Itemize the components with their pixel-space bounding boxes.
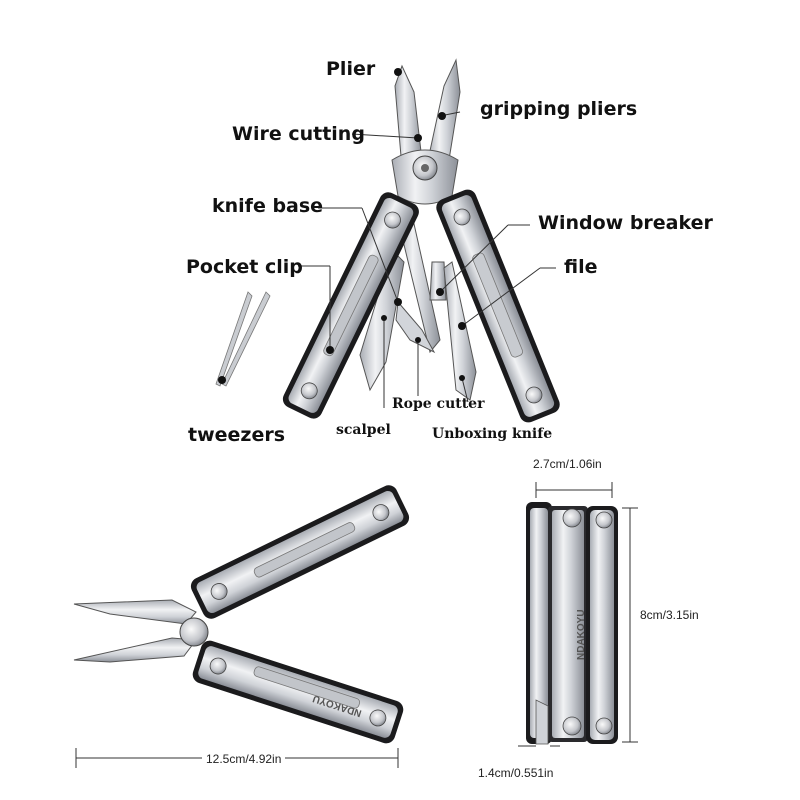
leader-dots <box>218 68 466 384</box>
label-tweezers: tweezers <box>188 424 286 446</box>
unboxing-knife-blade <box>443 261 477 401</box>
label-rope-cutter: Rope cutter <box>392 396 485 412</box>
label-wire-cutting: Wire cutting <box>232 123 365 145</box>
label-window-breaker: Window breaker <box>538 212 713 234</box>
dimension-width: 2.7cm/1.06in <box>533 457 602 471</box>
open-handle-lower <box>192 640 404 744</box>
open-jaw-bottom <box>73 637 197 663</box>
right-handle <box>436 189 560 423</box>
label-unboxing-knife: Unboxing knife <box>432 426 553 442</box>
label-pocket-clip: Pocket clip <box>186 256 303 278</box>
dimension-thickness: 1.4cm/0.551in <box>478 766 554 780</box>
leader-lines <box>298 111 556 408</box>
open-handle-upper <box>190 485 410 619</box>
brand-engraving-folded: NDAKOYU <box>576 609 587 660</box>
tweezers <box>215 291 271 387</box>
label-knife-base: knife base <box>212 195 324 217</box>
label-gripping-pliers: gripping pliers <box>480 98 638 120</box>
open-jaw-top <box>73 599 197 625</box>
exploded-tool <box>215 58 560 423</box>
dimension-length: 12.5cm/4.92in <box>202 752 286 766</box>
rope-cutter-blade <box>395 300 436 354</box>
open-pliers <box>73 485 410 744</box>
folded-tool <box>526 502 618 745</box>
label-scalpel: scalpel <box>336 422 391 438</box>
label-file: file <box>564 256 598 278</box>
label-plier: Plier <box>326 58 376 80</box>
left-handle <box>282 192 419 419</box>
dimension-height: 8cm/3.15in <box>640 608 699 622</box>
dimension-lines-folded <box>518 482 638 747</box>
